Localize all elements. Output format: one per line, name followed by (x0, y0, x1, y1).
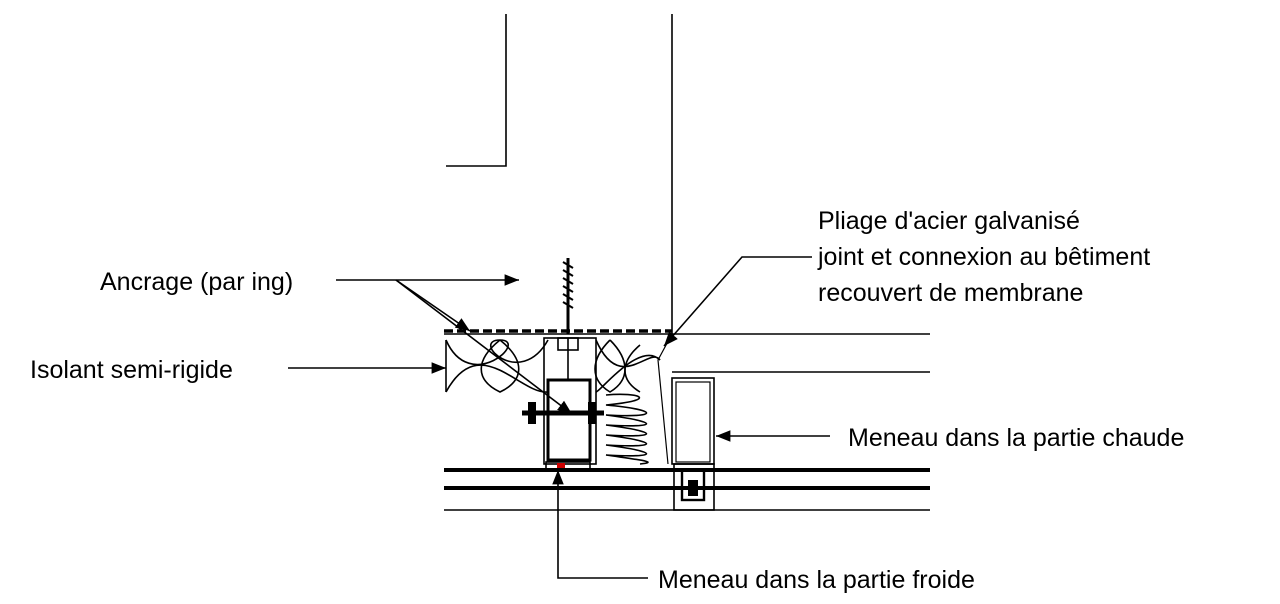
cold-mullion-assembly (522, 258, 604, 471)
semi-rigid-insulation (445, 339, 661, 393)
cold-mullion-leader (552, 470, 648, 579)
anchor-leaders (336, 274, 573, 415)
flashing-label-line1: Pliage d'acier galvanisé (818, 207, 1080, 235)
warm-mullion-label: Meneau dans la partie chaude (848, 424, 1184, 452)
flashing-leader (663, 256, 812, 347)
cold-mullion-label: Meneau dans la partie froide (658, 566, 975, 594)
flashing-label-line3: recouvert de membrane (818, 279, 1083, 307)
upper-wall-lines (446, 14, 673, 334)
insulation-label: Isolant semi-rigide (30, 356, 233, 384)
fibrous-insulation (605, 393, 649, 465)
cold-mullion-seal (557, 463, 565, 469)
anchor-label: Ancrage (par ing) (100, 268, 293, 296)
glazing-lines (444, 468, 930, 511)
flashing-label-line2: joint et connexion au bêtiment (817, 243, 1150, 271)
warm-mullion-assembly (671, 377, 715, 511)
